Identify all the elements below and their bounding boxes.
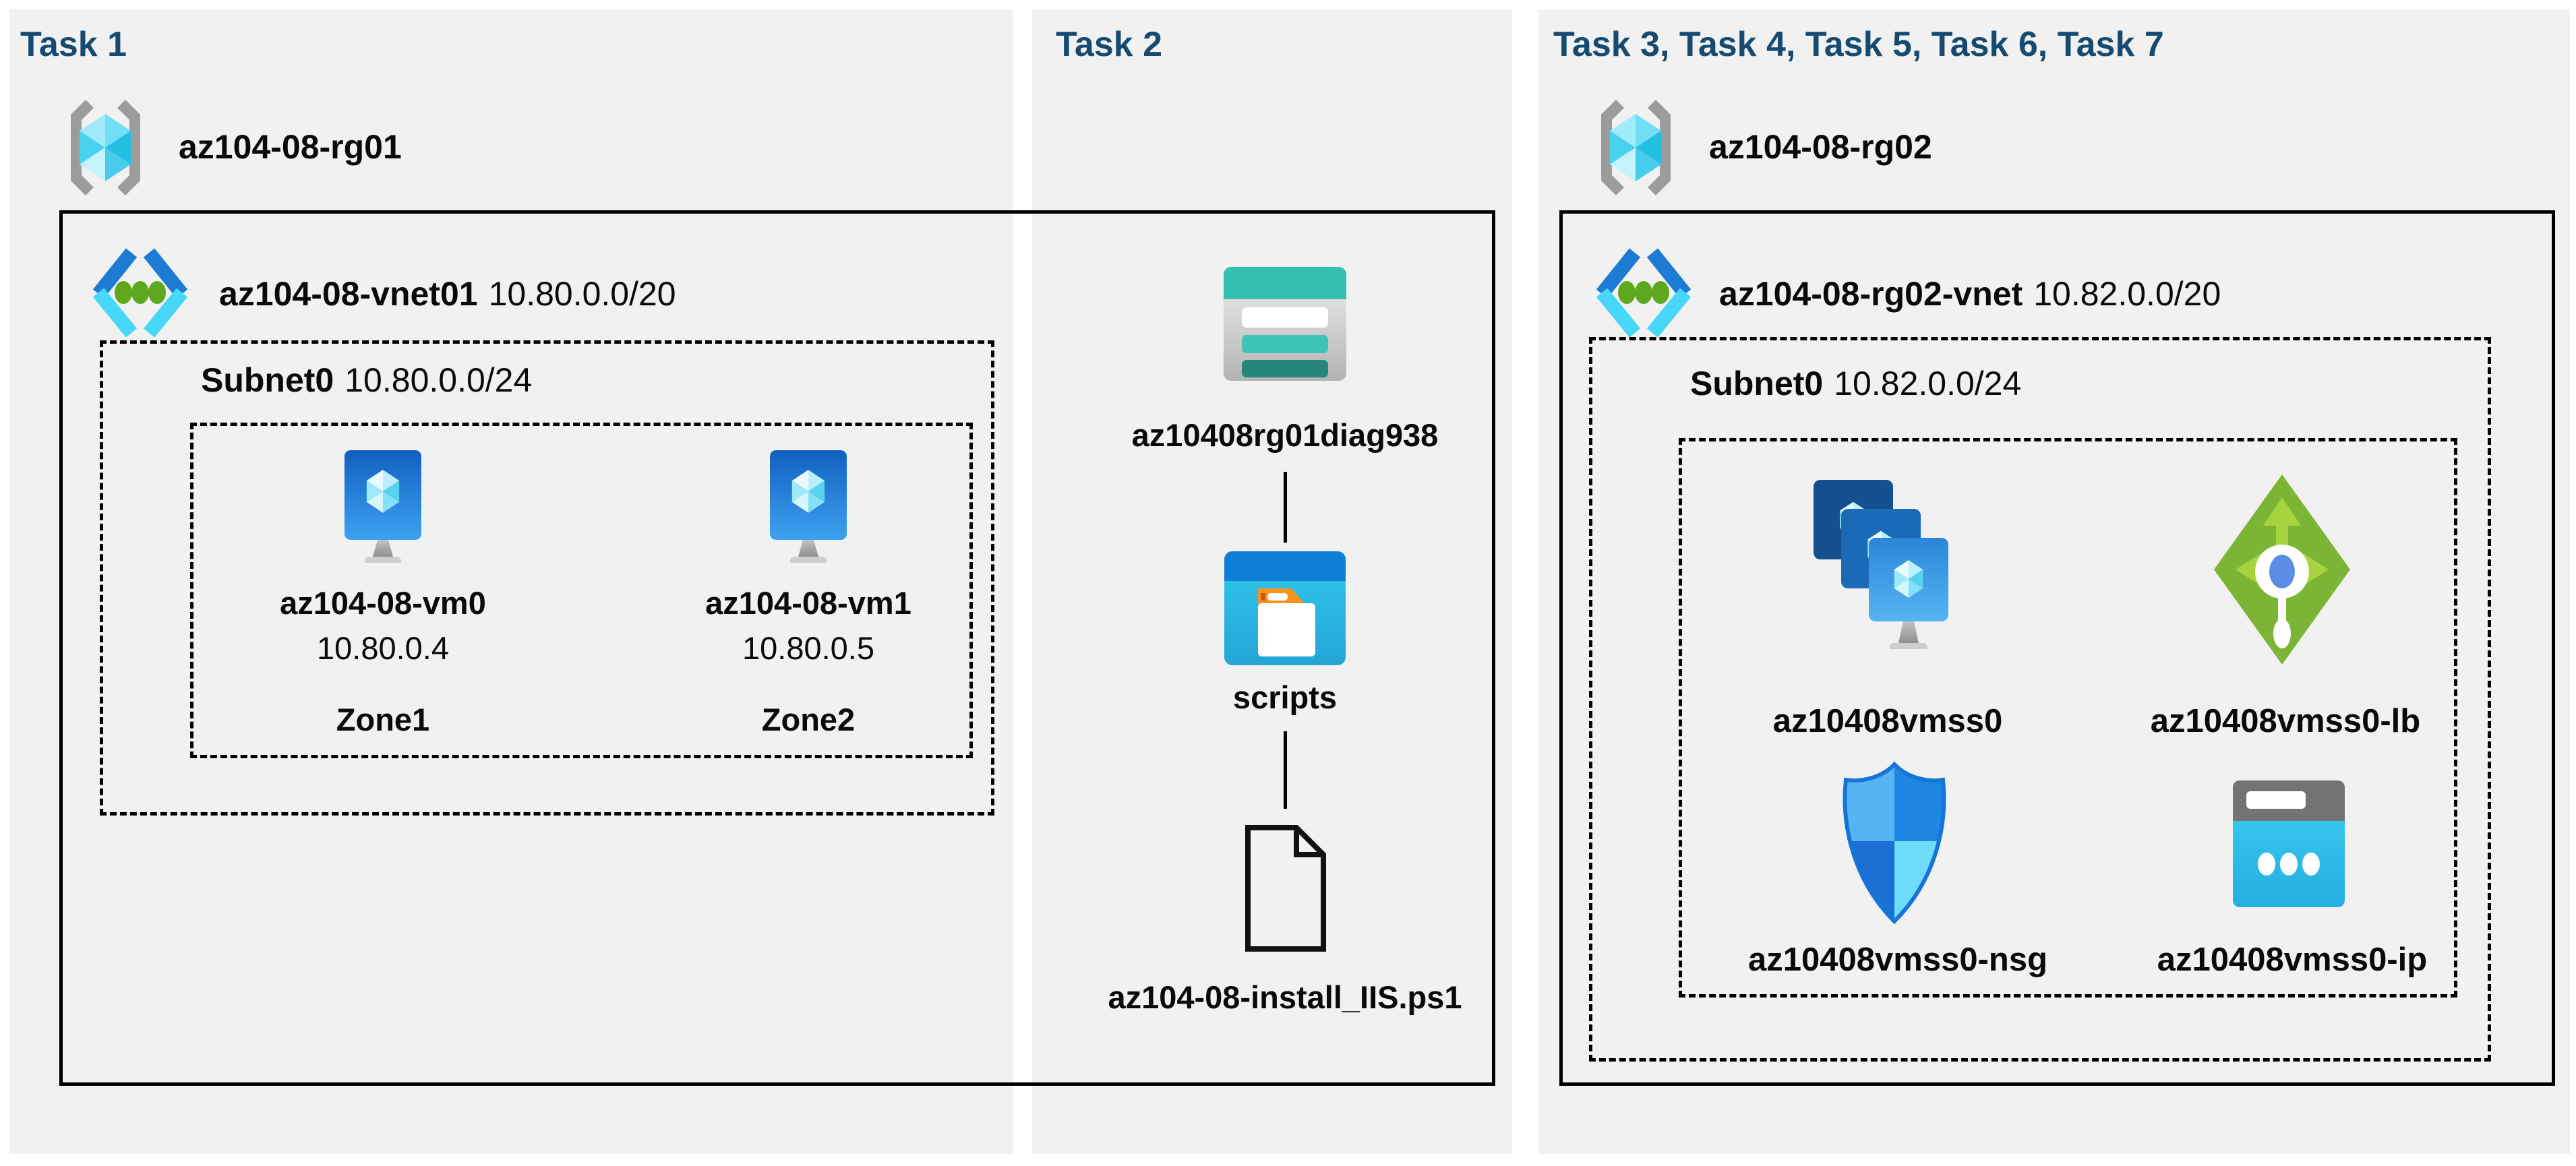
vm0-name: az104-08-vm0 xyxy=(280,585,486,621)
task3-panel xyxy=(1538,9,2570,1154)
vm0-zone: Zone1 xyxy=(336,702,430,737)
vm1-ip: 10.80.0.5 xyxy=(742,630,875,666)
storage-account-icon xyxy=(1224,267,1346,381)
task2-title: Task 2 xyxy=(1056,25,1163,64)
vm1-zone: Zone2 xyxy=(761,702,856,737)
virtual-network-icon xyxy=(92,248,188,338)
subnet0-box xyxy=(100,340,994,816)
vm-scale-set-icon xyxy=(1814,480,1948,649)
task1-panel xyxy=(9,9,1013,1154)
connector-line xyxy=(1284,731,1287,809)
network-security-group-icon xyxy=(1843,761,1946,925)
vm0-ip: 10.80.0.4 xyxy=(316,630,450,666)
vm1-name: az104-08-vm1 xyxy=(705,585,911,621)
resource-group-icon xyxy=(1601,100,1671,195)
resource-group-label: az104-08-rg02 xyxy=(1709,128,1932,166)
load-balancer-icon xyxy=(2214,474,2350,665)
virtual-machine-icon xyxy=(770,450,847,563)
task3-title: Task 3, Task 4, Task 5, Task 6, Task 7 xyxy=(1553,25,2164,64)
document-icon xyxy=(1245,825,1326,952)
virtual-machine-icon xyxy=(345,450,421,563)
load-balancer-label: az10408vmss0-lb xyxy=(2150,703,2421,739)
resource-group-box xyxy=(1679,438,2457,998)
vm-group-box xyxy=(190,423,973,758)
vmss-label: az10408vmss0 xyxy=(1772,703,2003,739)
vnet02-boundary-box xyxy=(1559,210,2555,1086)
folder-browser-icon xyxy=(1224,551,1346,665)
nsg-label: az10408vmss0-nsg xyxy=(1747,942,2048,978)
scripts-folder-label: scripts xyxy=(1232,679,1338,715)
task1-title: Task 1 xyxy=(20,25,127,64)
vnet01-boundary-box xyxy=(59,210,1495,1086)
public-ip-icon xyxy=(2233,780,2345,907)
resource-group-icon xyxy=(71,100,140,195)
connector-line xyxy=(1284,472,1287,543)
resource-group-label: az104-08-rg01 xyxy=(179,128,402,166)
subnet0-box xyxy=(1589,337,2491,1062)
storage-account-label: az10408rg01diag938 xyxy=(1131,417,1439,453)
virtual-network-icon xyxy=(1596,248,1691,338)
script-file-label: az104-08-install_IIS.ps1 xyxy=(1108,979,1462,1015)
public-ip-label: az10408vmss0-ip xyxy=(2157,942,2428,978)
